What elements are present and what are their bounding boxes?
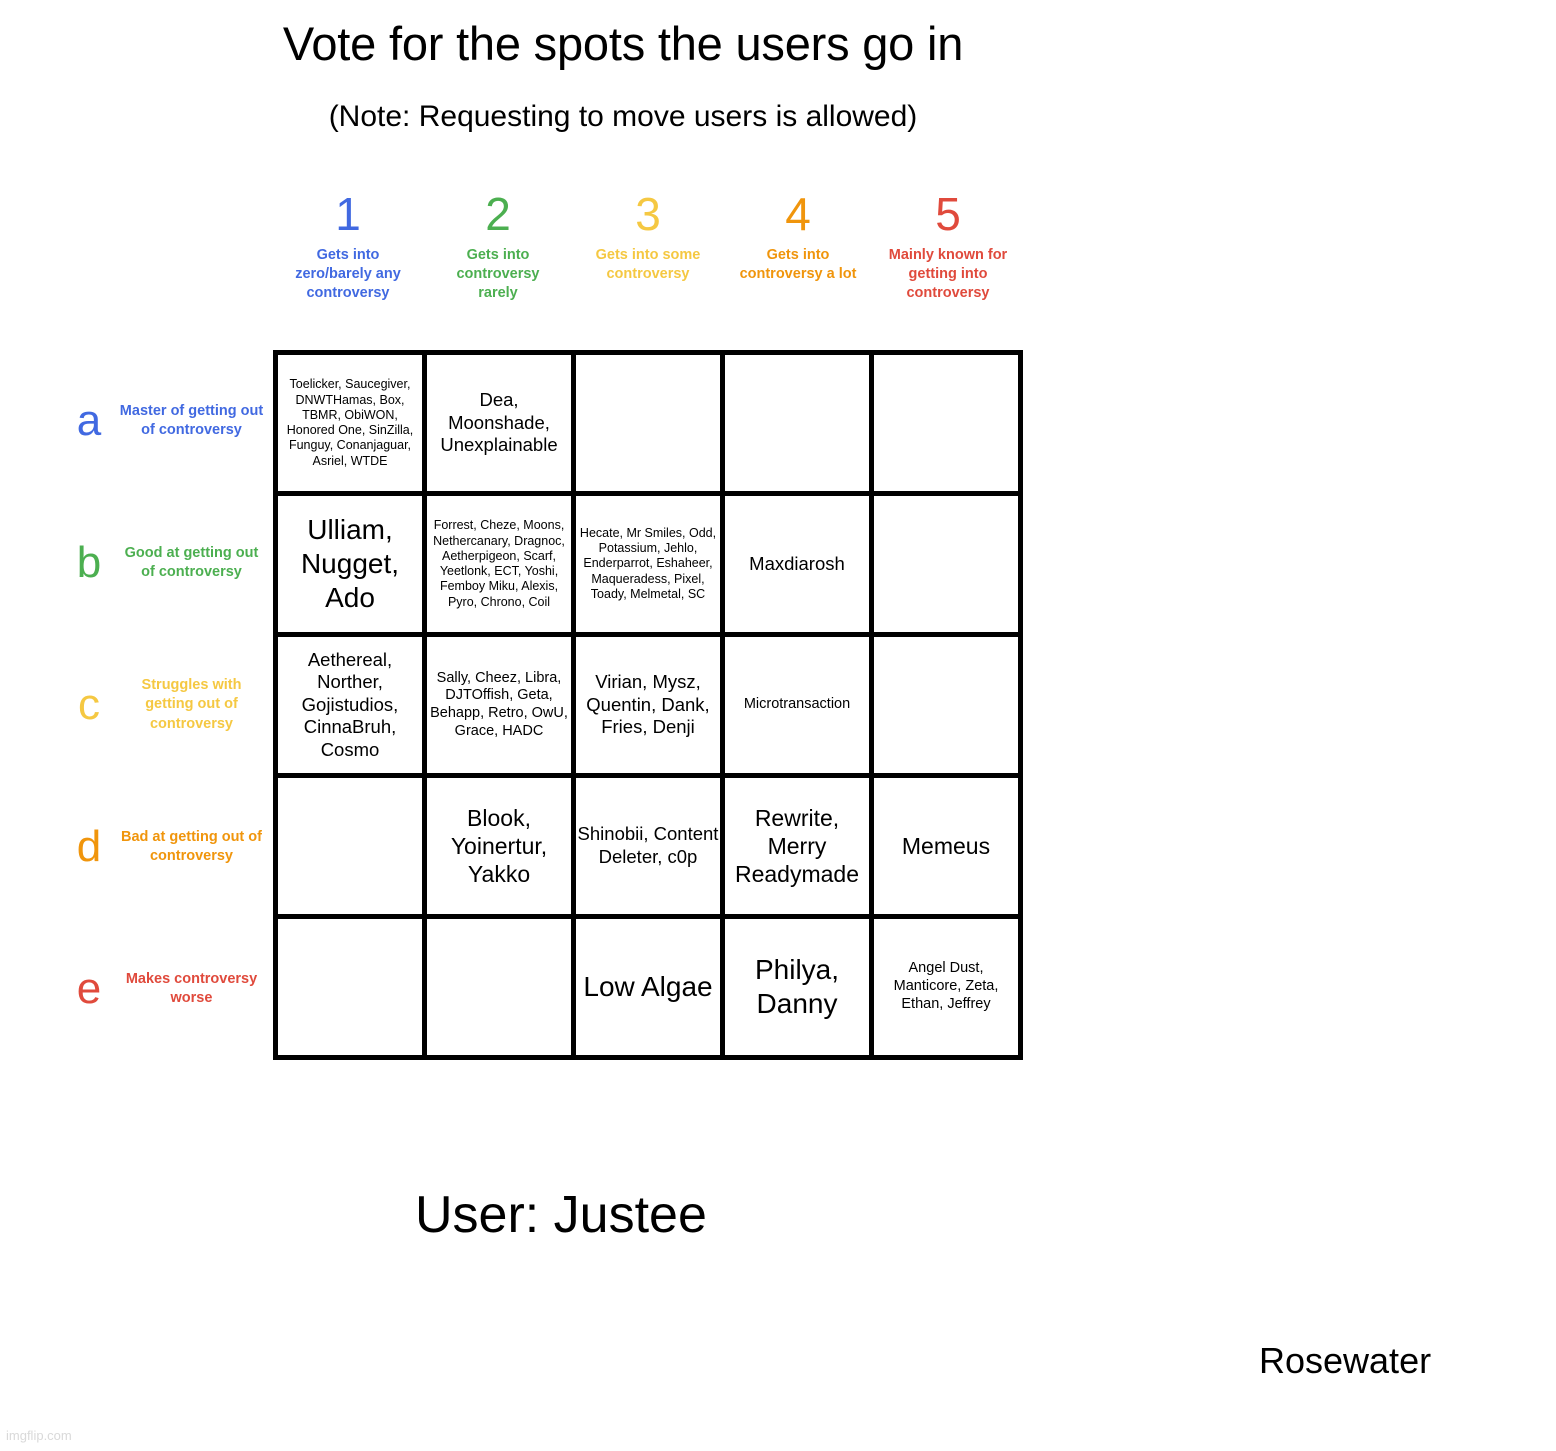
grid-cell-text-c3: Virian, Mysz, Quentin, Dank, Fries, Denj… — [586, 671, 710, 738]
column-number-4: 4 — [785, 188, 811, 240]
grid-cell-text-d3: Shinobii, Content Deleter, c0p — [577, 823, 719, 867]
bingo-grid: Toelicker, Saucegiver, DNWTHamas, Box, T… — [273, 350, 1023, 1060]
grid-cell-b5[interactable] — [874, 496, 1018, 632]
grid-cell-text-d2: Blook, Yoinertur, Yakko — [450, 804, 548, 888]
grid-cell-a4[interactable] — [725, 355, 869, 491]
grid-cell-text-a1: Toelicker, Saucegiver, DNWTHamas, Box, T… — [286, 377, 414, 468]
column-description-5: Mainly known for getting into controvers… — [888, 247, 1008, 302]
grid-cell-text-b3: Hecate, Mr Smiles, Odd, Potassium, Jehlo… — [579, 525, 717, 601]
grid-cell-text-a2: Dea, Moonshade, Unexplainable — [440, 389, 558, 456]
grid-cell-a5[interactable] — [874, 355, 1018, 491]
column-number-2: 2 — [485, 188, 511, 240]
grid-cell-text-b1: Ulliam, Nugget, Ado — [300, 513, 400, 614]
row-header-e: e Makes controversy worse — [60, 918, 273, 1060]
grid-cell-d5[interactable]: Memeus — [874, 778, 1018, 914]
grid-cell-c2[interactable]: Sally, Cheez, Libra, DJTOffish, Geta, Be… — [427, 637, 571, 773]
grid-cell-b4[interactable]: Maxdiarosh — [725, 496, 869, 632]
grid-cell-c4[interactable]: Microtransaction — [725, 637, 869, 773]
grid-cell-e4[interactable]: Philya, Danny — [725, 919, 869, 1055]
row-letter-e: e — [76, 964, 102, 1013]
row-letter-d: d — [76, 822, 102, 871]
grid-cell-e5[interactable]: Angel Dust, Manticore, Zeta, Ethan, Jeff… — [874, 919, 1018, 1055]
grid-cell-a2[interactable]: Dea, Moonshade, Unexplainable — [427, 355, 571, 491]
row-header-c: c Struggles with getting out of controver… — [60, 634, 273, 776]
grid-cell-text-e3: Low Algae — [583, 970, 713, 1002]
row-description-c: Struggles with getting out of controvers… — [141, 677, 242, 732]
grid-cell-text-b2: Forrest, Cheze, Moons, Nethercanary, Dra… — [433, 518, 565, 609]
grid-cell-d3[interactable]: Shinobii, Content Deleter, c0p — [576, 778, 720, 914]
column-number-3: 3 — [635, 188, 661, 240]
grid-cell-a3[interactable] — [576, 355, 720, 491]
column-description-4: Gets into controversy a lot — [739, 247, 857, 283]
grid-cell-text-d5: Memeus — [901, 832, 991, 859]
column-description-3: Gets into some controversy — [595, 247, 701, 283]
grid-cell-b3[interactable]: Hecate, Mr Smiles, Odd, Potassium, Jehlo… — [576, 496, 720, 632]
grid-cell-d4[interactable]: Rewrite, Merry Readymade — [725, 778, 869, 914]
imgflip-watermark: imgflip.com — [6, 1428, 72, 1443]
grid-cell-a1[interactable]: Toelicker, Saucegiver, DNWTHamas, Box, T… — [278, 355, 422, 491]
grid-cell-text-c4: Microtransaction — [743, 696, 851, 713]
row-description-b: Good at getting out of controversy — [124, 544, 259, 580]
grid-cell-b1[interactable]: Ulliam, Nugget, Ado — [278, 496, 422, 632]
grid-cell-c3[interactable]: Virian, Mysz, Quentin, Dank, Fries, Denj… — [576, 637, 720, 773]
grid-cell-d2[interactable]: Blook, Yoinertur, Yakko — [427, 778, 571, 914]
page-title: Vote for the spots the users go in — [282, 17, 964, 70]
grid-cell-c5[interactable] — [874, 637, 1018, 773]
column-number-5: 5 — [935, 188, 961, 240]
row-header-column: a Master of getting out of controversy b Go… — [60, 350, 273, 1060]
grid-cell-text-c1: Aethereal, Norther, Gojistudios, CinnaBr… — [301, 648, 399, 760]
row-header-b: b Good at getting out of controversy — [60, 492, 273, 634]
row-header-d: d Bad at getting out of controversy — [60, 776, 273, 918]
grid-cell-text-d4: Rewrite, Merry Readymade — [734, 804, 860, 888]
row-header-a: a Master of getting out of controversy — [60, 350, 273, 492]
grid-cell-c1[interactable]: Aethereal, Norther, Gojistudios, CinnaBr… — [278, 637, 422, 773]
grid-cell-e1[interactable] — [278, 919, 422, 1055]
author-signature: Rosewater — [1259, 1340, 1432, 1381]
column-description-2: Gets into controversy rarely — [456, 247, 540, 302]
grid-cell-text-b4: Maxdiarosh — [749, 552, 845, 574]
row-description-a: Master of getting out of controversy — [119, 402, 264, 438]
row-letter-b: b — [76, 538, 102, 587]
grid-cell-d1[interactable] — [278, 778, 422, 914]
column-description-1: Gets into zero/barely any controversy — [295, 247, 401, 302]
page-subtitle: (Note: Requesting to move users is allow… — [328, 100, 918, 133]
row-description-d: Bad at getting out of controversy — [121, 828, 262, 864]
row-description-e: Makes controversy worse — [125, 970, 258, 1006]
grid-cell-e3[interactable]: Low Algae — [576, 919, 720, 1055]
grid-cell-text-e4: Philya, Danny — [754, 953, 840, 1019]
row-letter-a: a — [76, 396, 102, 445]
grid-cell-text-c2: Sally, Cheez, Libra, DJTOffish, Geta, Be… — [430, 669, 568, 739]
row-letter-c: c — [78, 680, 100, 729]
grid-cell-e2[interactable] — [427, 919, 571, 1055]
grid-cell-text-e5: Angel Dust, Manticore, Zeta, Ethan, Jeff… — [893, 960, 999, 1012]
grid-cell-b2[interactable]: Forrest, Cheze, Moons, Nethercanary, Dra… — [427, 496, 571, 632]
column-number-1: 1 — [335, 188, 361, 240]
user-label: User: Justee — [415, 1186, 707, 1244]
